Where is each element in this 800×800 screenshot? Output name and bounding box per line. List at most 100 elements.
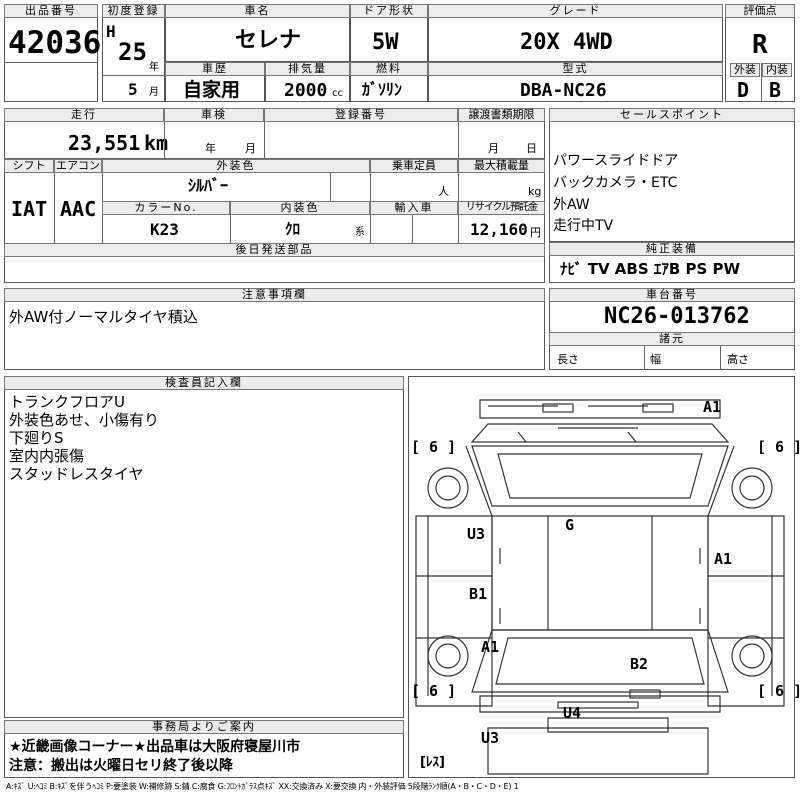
score: R xyxy=(752,30,768,60)
later-parts-label: 後日発送部品 xyxy=(4,243,545,257)
inspector-line: トランクフロアU xyxy=(9,393,125,411)
damage-mark: B2 xyxy=(630,655,649,673)
inspection-year-unit: 年 xyxy=(205,142,216,155)
history: 自家用 xyxy=(183,79,241,101)
model-label: 型式 xyxy=(428,62,723,76)
interior-color-label: 内装色 xyxy=(230,201,370,215)
fuel: ｶﾞｿﾘﾝ xyxy=(362,80,403,99)
sales-points-label: セールスポイント xyxy=(549,108,795,122)
tire-label: [ 6 ] xyxy=(411,438,457,456)
office-label: 事務局よりご案内 xyxy=(4,720,404,734)
office-line: 注意：搬出は火曜日セリ終了後以降 xyxy=(9,758,233,774)
inspection-month-unit: 月 xyxy=(245,142,256,155)
fuel-label: 燃料 xyxy=(350,62,428,76)
capacity-label: 乗車定員 xyxy=(370,159,458,173)
car-damage-diagram xyxy=(415,399,785,775)
shift-label: シフト xyxy=(4,159,54,173)
month-unit: 月 xyxy=(149,87,159,98)
interior-label: 内装 xyxy=(762,63,792,77)
door-type: 5W xyxy=(372,30,399,55)
equipment-label: 純正装備 xyxy=(549,242,795,256)
car-name: セレナ xyxy=(235,28,302,53)
import-label: 輸入車 xyxy=(370,201,458,215)
tire-label: [ 6 ] xyxy=(757,438,800,456)
inspector-line: 下廻りS xyxy=(9,429,64,447)
grade: 20X 4WD xyxy=(520,30,613,55)
color-no-label: カラーNo. xyxy=(102,201,230,215)
notes-text: 外AW付ノーマルタイヤ積込 xyxy=(9,308,198,326)
year-unit: 年 xyxy=(149,62,159,73)
inspector-line: スタッドレスタイヤ xyxy=(9,465,144,483)
damage-mark: A1 xyxy=(714,550,733,568)
door-label: ドア形状 xyxy=(350,4,428,18)
first-reg-label: 初度登録 xyxy=(102,4,165,18)
damage-mark: G xyxy=(565,516,575,534)
era: H xyxy=(106,22,116,41)
color-no: K23 xyxy=(150,220,179,239)
mileage-unit: km xyxy=(144,131,169,155)
damage-mark: A1 xyxy=(481,638,500,656)
transfer-day-unit: 日 xyxy=(526,142,537,155)
ac-label: エアコン xyxy=(54,159,102,173)
history-label: 車歴 xyxy=(165,62,265,76)
capacity-unit: 人 xyxy=(438,185,449,198)
reg-month: 5 xyxy=(128,80,138,99)
recycle: 12,160 xyxy=(470,220,528,239)
height-label: 高さ xyxy=(727,353,749,366)
ac: AAC xyxy=(60,197,97,221)
color-label: 外装色 xyxy=(102,159,370,173)
office-line: ★近畿画像コーナー★出品車は大阪府寝屋川市 xyxy=(9,739,301,755)
equipment-list: ﾅﾋﾞ TV ABS ｴｱB PS PW xyxy=(560,260,741,278)
transfer-label: 譲渡書類期限 xyxy=(458,108,545,122)
damage-mark: A1 xyxy=(703,398,722,416)
mileage: 23,551 xyxy=(68,131,141,155)
chassis-number: NC26-013762 xyxy=(604,304,750,329)
score-label: 評価点 xyxy=(725,4,795,18)
interior-color: ｸﾛ xyxy=(285,220,301,238)
color: ｼﾙﾊﾞｰ xyxy=(188,176,229,195)
length-label: 長さ xyxy=(557,353,579,366)
chassis-label: 車台番号 xyxy=(549,288,795,302)
damage-mark: U3 xyxy=(481,729,500,747)
car-name-label: 車名 xyxy=(165,4,350,18)
mileage-label: 走行 xyxy=(4,108,164,122)
sales-point-item: 外AW xyxy=(553,197,590,213)
grade-label: グレード xyxy=(428,4,723,18)
damage-mark: B1 xyxy=(469,585,488,603)
legend: A:ｷｽﾞ U:ﾍｺﾐ B:ｷｽﾞを伴うﾍｺﾐ P:要塗装 W:補修跡 S:錆 … xyxy=(6,782,519,791)
sales-point-item: パワースライドドア xyxy=(553,153,679,169)
dims-label: 諸元 xyxy=(549,332,795,346)
displacement-label: 排気量 xyxy=(265,62,350,76)
reg-no-label: 登録番号 xyxy=(264,108,458,122)
exterior-grade: D xyxy=(737,78,750,102)
displacement: 2000 xyxy=(284,80,328,101)
load-label: 最大積載量 xyxy=(458,159,545,173)
recycle-label: リサイクル預託金 xyxy=(458,201,545,215)
transfer-month-unit: 月 xyxy=(488,142,499,155)
interior-color-unit: 系 xyxy=(355,227,365,238)
notes-label: 注意事項欄 xyxy=(4,288,545,302)
inspector-label: 検査員記入欄 xyxy=(4,376,404,390)
damage-mark: U3 xyxy=(467,525,486,543)
interior-grade: B xyxy=(769,78,782,102)
displacement-unit: cc xyxy=(332,88,343,99)
width-label: 幅 xyxy=(650,353,661,366)
model: DBA-NC26 xyxy=(520,80,607,101)
tire-label: [ 6 ] xyxy=(411,682,457,700)
lot-number: 42036 xyxy=(8,25,102,61)
inspector-line: 外装色あせ、小傷有り xyxy=(9,411,160,429)
spec-block xyxy=(4,108,545,244)
damage-diagram-frame xyxy=(408,376,795,778)
recycle-unit: 円 xyxy=(530,226,541,239)
load-unit: kg xyxy=(528,185,542,198)
damage-mark: U4 xyxy=(563,704,582,722)
spare-label: [ﾚｽ] xyxy=(420,755,445,770)
exterior-label: 外装 xyxy=(730,63,760,77)
sales-point-item: 走行中TV xyxy=(553,218,614,234)
shift: IAT xyxy=(11,197,48,221)
lot-number-label: 出品番号 xyxy=(4,4,98,18)
inspection-label: 車検 xyxy=(164,108,264,122)
tire-label: [ 6 ] xyxy=(757,682,800,700)
sales-point-item: バックカメラ・ETC xyxy=(553,175,678,191)
inspector-line: 室内内張傷 xyxy=(9,447,85,465)
